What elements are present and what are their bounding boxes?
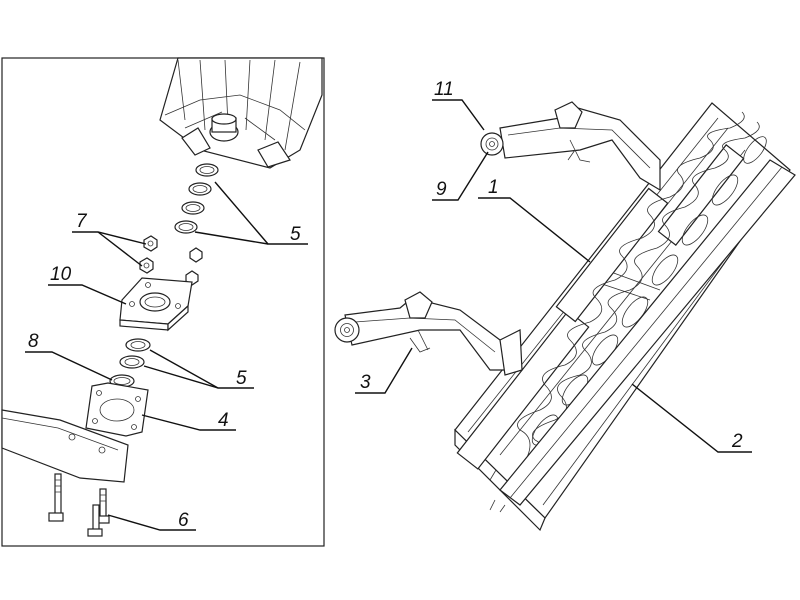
lower-arm	[334, 291, 523, 376]
bearing-housing	[119, 277, 193, 332]
callout-1: 1	[488, 177, 499, 198]
bolts	[48, 473, 110, 537]
scraper-blade	[489, 159, 796, 513]
lower-washers	[119, 338, 151, 369]
upper-washers	[174, 163, 219, 234]
callout-9: 9	[436, 179, 447, 200]
nuts	[139, 235, 203, 286]
detail-panel-frame	[1, 57, 325, 547]
callout-3: 3	[360, 372, 371, 393]
callout-5-upper: 5	[290, 224, 301, 245]
rotor-part	[159, 57, 323, 169]
callout-2: 2	[731, 431, 743, 452]
callout-5-lower: 5	[236, 368, 247, 389]
gasket	[85, 382, 149, 437]
spiral-flights	[517, 111, 767, 481]
frame-plate	[1, 409, 129, 483]
callout-8: 8	[28, 331, 39, 352]
callout-11: 11	[434, 79, 454, 100]
leader-lines	[25, 99, 752, 531]
upper-arm	[480, 101, 661, 192]
drum-rollers	[456, 144, 745, 470]
main-frame	[454, 102, 791, 532]
callout-6: 6	[178, 510, 189, 531]
callout-10: 10	[50, 264, 72, 285]
callout-4: 4	[218, 410, 229, 431]
callout-7: 7	[76, 211, 88, 232]
